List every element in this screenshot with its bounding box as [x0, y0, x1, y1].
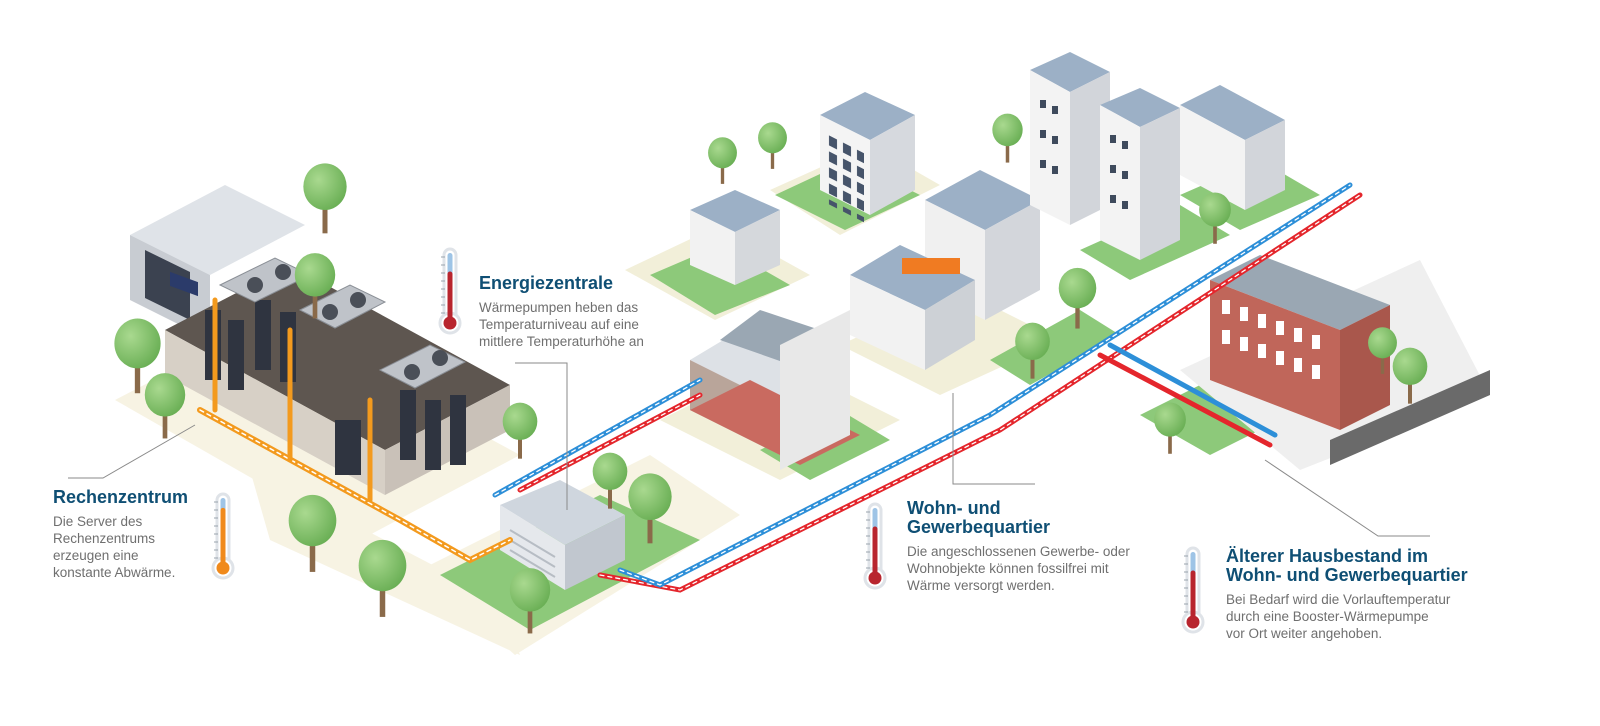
thermometer-level [220, 507, 226, 564]
label-description: Bei Bedarf wird die Vorlauftemperatur du… [1226, 592, 1451, 641]
energy-central-building [500, 480, 625, 590]
label-title: Älterer Hausbestand im Wohn- und Gewerbe… [1226, 546, 1468, 585]
thermometer-level [872, 526, 878, 574]
label-title: Rechenzentrum [53, 487, 189, 507]
label-description: Die Server des Rechenzentrums erzeugen e… [53, 514, 176, 580]
thermometer-level [447, 271, 453, 319]
label-description: Die angeschlossenen Gewerbe- oder Wohnob… [907, 544, 1130, 593]
thermometer-icon [438, 247, 462, 335]
thermometer-icon [863, 502, 887, 590]
label-description: Wärmepumpen heben das Temperaturniveau a… [479, 300, 644, 349]
thermometer-icon [211, 492, 235, 580]
supply-pipes [517, 192, 1363, 593]
return-pipes [492, 182, 1353, 588]
waste-heat-pipes [197, 297, 513, 564]
thermometer-level [1190, 570, 1196, 618]
data-center [130, 185, 510, 495]
label-hausbestand: Älterer Hausbestand im Wohn- und Gewerbe… [1226, 547, 1506, 642]
thermometer-icon [1181, 546, 1205, 634]
city-buildings [690, 52, 1390, 430]
leader-lines [68, 362, 1430, 537]
label-title: Energiezentrale [479, 273, 614, 293]
label-energiezentrale: Energiezentrale Wärmepumpen heben das Te… [479, 274, 689, 350]
label-rechenzentrum: Rechenzentrum Die Server des Rechenzentr… [53, 488, 203, 581]
cutaway-house [690, 310, 860, 470]
label-wohnquartier: Wohn- und Gewerbequartier Die angeschlos… [907, 499, 1167, 594]
label-title: Wohn- und Gewerbequartier [907, 498, 1051, 537]
